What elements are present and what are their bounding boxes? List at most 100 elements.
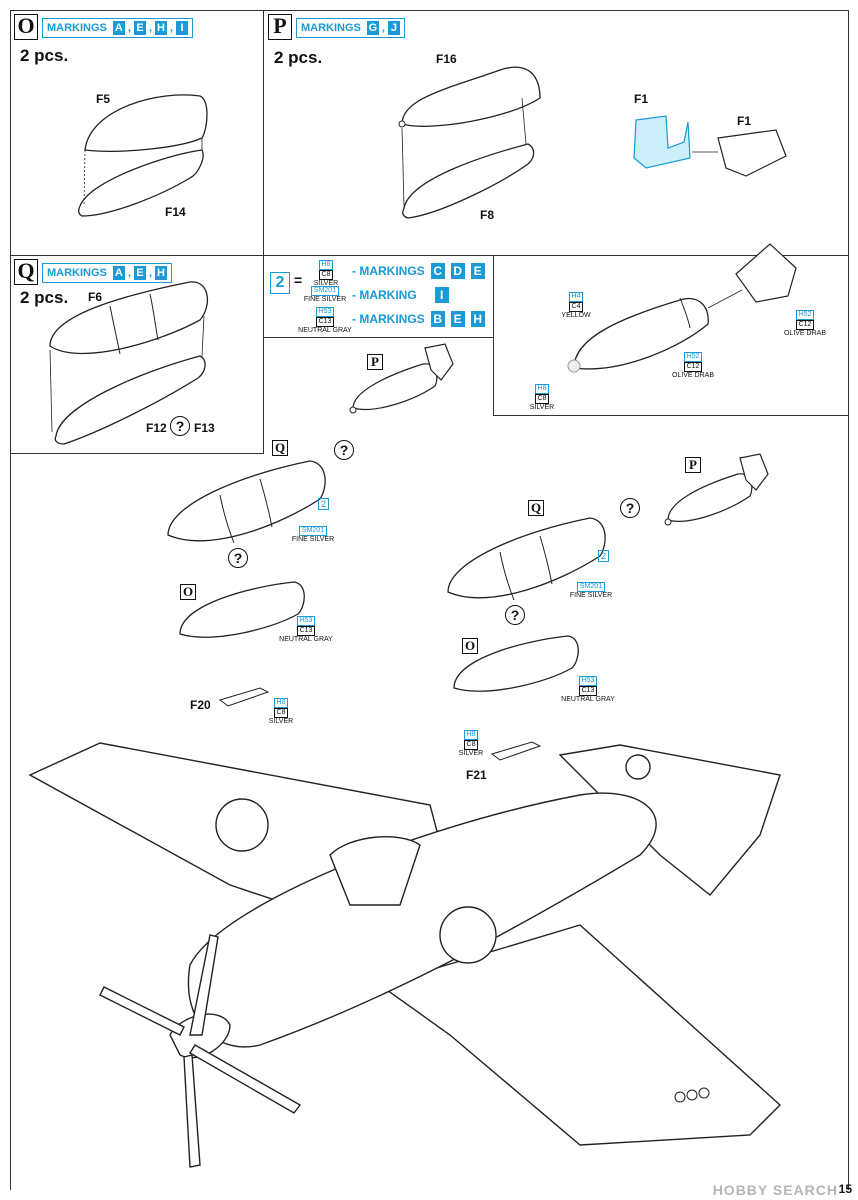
paint-name: FINE SILVER bbox=[291, 536, 335, 543]
paint-code: H8 C8 SILVER bbox=[524, 384, 560, 412]
legend-row: - MARKINGS C D E bbox=[352, 263, 485, 279]
paint-c: C13 bbox=[578, 686, 598, 696]
paint-h: SM201 bbox=[310, 286, 340, 296]
paint-c: C12 bbox=[683, 362, 703, 372]
paint-h: H53 bbox=[578, 676, 598, 686]
part-label: F8 bbox=[480, 208, 495, 222]
step-ref-o: O bbox=[462, 638, 478, 654]
marking-letter: A bbox=[112, 21, 125, 35]
step-ref-q: Q bbox=[272, 440, 288, 456]
paint-name: FINE SILVER bbox=[569, 592, 613, 599]
paint-code: SM201 FINE SILVER bbox=[288, 526, 338, 544]
sep: , bbox=[381, 22, 385, 34]
sep: , bbox=[148, 22, 153, 34]
marking-letter: H bbox=[155, 266, 168, 280]
part-label: F6 bbox=[88, 290, 103, 304]
marking-letter: C bbox=[430, 263, 445, 279]
marking-letter: A bbox=[112, 266, 125, 280]
divider bbox=[493, 415, 848, 416]
part-label: F14 bbox=[165, 205, 186, 219]
drop-tank-q-left-drawing bbox=[167, 460, 326, 544]
paint-h: H8 bbox=[273, 698, 289, 708]
quantity: 2 pcs. bbox=[20, 46, 69, 65]
drop-tank-o-left-drawing bbox=[179, 581, 305, 638]
aircraft-drawing bbox=[28, 742, 782, 1168]
legend-text: - MARKINGS bbox=[352, 264, 425, 278]
divider bbox=[848, 10, 849, 1190]
step-ref-p: P bbox=[685, 457, 701, 473]
markings-label: MARKINGS bbox=[301, 22, 361, 34]
step-ref-o: O bbox=[180, 584, 196, 600]
paint-name: OLIVE DRAB bbox=[671, 372, 714, 379]
part-label: F16 bbox=[436, 52, 457, 66]
paint-c: C8 bbox=[273, 708, 289, 718]
paint-name: YELLOW bbox=[561, 312, 591, 319]
paint-h: SM201 bbox=[576, 582, 606, 592]
marking-letter: J bbox=[387, 21, 400, 35]
paint-code: H8 C8 SILVER bbox=[306, 260, 346, 288]
marking-letter: H bbox=[470, 311, 485, 327]
marking-letter: E bbox=[133, 21, 146, 35]
legend-row: - MARKING I bbox=[352, 287, 449, 303]
part-label: F5 bbox=[96, 92, 111, 106]
divider bbox=[493, 255, 494, 415]
paint-code: H52 C12 OLIVE DRAB bbox=[668, 352, 718, 380]
drop-tank-o-drawing bbox=[78, 94, 208, 217]
paint-h: SM201 bbox=[298, 526, 328, 536]
paint-h: H8 bbox=[534, 384, 550, 394]
paint-code: H8 C8 SILVER bbox=[266, 698, 296, 726]
step-ref-q: Q bbox=[528, 500, 544, 516]
part-label: F12 bbox=[146, 421, 167, 435]
paint-code: H52 C12 OLIVE DRAB bbox=[780, 310, 830, 338]
paint-code: H53 C13 NEUTRAL GRAY bbox=[278, 616, 334, 644]
bomb-p-right-drawing bbox=[664, 453, 769, 526]
divider bbox=[10, 10, 848, 11]
paint-name: SILVER bbox=[458, 750, 484, 757]
paint-name: NEUTRAL GRAY bbox=[279, 636, 333, 643]
symmetric-icon: ? bbox=[228, 548, 248, 568]
divider bbox=[263, 337, 493, 338]
paint-code: H4 C4 YELLOW bbox=[556, 292, 596, 320]
bomb-p-small-drawing bbox=[349, 343, 454, 414]
paint-name: SILVER bbox=[268, 718, 294, 725]
paint-name: SILVER bbox=[529, 404, 555, 411]
drop-tank-o-right-drawing bbox=[453, 635, 579, 692]
pylon-f20-drawing bbox=[218, 687, 270, 707]
pylon-f21-drawing bbox=[490, 741, 542, 761]
page-number: 15 bbox=[838, 1182, 852, 1196]
paint-h: H52 bbox=[795, 310, 815, 320]
marking-letter: E bbox=[450, 311, 465, 327]
divider bbox=[263, 10, 264, 453]
step-p-markings: MARKINGS G , J bbox=[296, 18, 405, 38]
marking-letter: H bbox=[155, 21, 168, 35]
paint-code: SM201 FINE SILVER bbox=[566, 582, 616, 600]
bomb-paint-detail-drawing bbox=[567, 243, 797, 373]
legend-row: - MARKINGS B E H bbox=[352, 311, 485, 327]
paint-code: H8 C8 SILVER bbox=[456, 730, 486, 758]
paint-c: C8 bbox=[318, 270, 334, 280]
step-o-markings: MARKINGS A , E , H , I bbox=[42, 18, 194, 38]
part-label: F20 bbox=[190, 698, 211, 712]
paint-ref-2: 2 bbox=[598, 550, 610, 562]
paint-legend-number: 2 bbox=[270, 272, 290, 294]
part-label: F1 bbox=[634, 92, 649, 106]
paint-name: OLIVE DRAB bbox=[783, 330, 826, 337]
paint-name: FINE SILVER bbox=[303, 296, 347, 303]
part-label: F1 bbox=[737, 114, 752, 128]
paint-c: C13 bbox=[315, 317, 335, 327]
step-p-box: P bbox=[268, 14, 292, 40]
legend-text: - MARKINGS bbox=[352, 312, 425, 326]
sep: , bbox=[148, 267, 153, 279]
paint-c: C8 bbox=[534, 394, 550, 404]
paint-h: H53 bbox=[315, 307, 335, 317]
marking-letter: I bbox=[176, 21, 189, 35]
paint-name: NEUTRAL GRAY bbox=[561, 696, 615, 703]
drop-tank-p-drawing bbox=[398, 66, 541, 219]
part-label: F21 bbox=[466, 768, 487, 782]
marking-letter: G bbox=[366, 21, 379, 35]
drop-tank-q-right-drawing bbox=[447, 517, 606, 601]
step-o-box: O bbox=[14, 14, 38, 40]
fin-f1-drawing bbox=[633, 115, 787, 177]
divider bbox=[10, 453, 264, 454]
drop-tank-q-drawing bbox=[49, 281, 209, 445]
